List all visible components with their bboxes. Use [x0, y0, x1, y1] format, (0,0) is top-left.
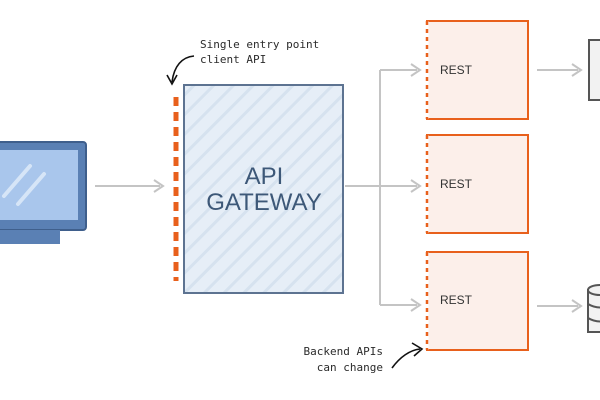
- server-box-icon: [588, 39, 600, 101]
- service-label-2: REST: [440, 177, 473, 191]
- entry-annotation-line1: Single entry point: [200, 38, 319, 51]
- monitor-icon: [0, 141, 87, 244]
- service-box-3: REST: [425, 251, 529, 351]
- api-gateway-box: API GATEWAY: [173, 84, 344, 294]
- service-to-backend-arrows: [537, 63, 583, 313]
- curved-arrow-icon: [391, 348, 421, 369]
- service-box-1: REST: [425, 20, 529, 120]
- client-to-gateway-arrow: [95, 179, 165, 193]
- backend-annotation: Backend APIs can change: [304, 342, 424, 374]
- service-label-1: REST: [440, 63, 473, 77]
- database-icon: [587, 284, 600, 333]
- entry-annotation-line2: client API: [200, 53, 266, 66]
- curved-arrow-icon: [171, 55, 195, 83]
- entry-annotation: Single entry point client API: [166, 38, 319, 86]
- gateway-title-line1: API: [245, 163, 284, 190]
- gateway-title-line2: GATEWAY: [206, 189, 322, 216]
- service-label-3: REST: [440, 293, 473, 307]
- service-box-2: REST: [425, 134, 529, 234]
- gateway-to-services-connectors: [345, 63, 422, 312]
- backend-annotation-line1: Backend APIs: [304, 345, 383, 358]
- backend-annotation-line2: can change: [317, 361, 383, 374]
